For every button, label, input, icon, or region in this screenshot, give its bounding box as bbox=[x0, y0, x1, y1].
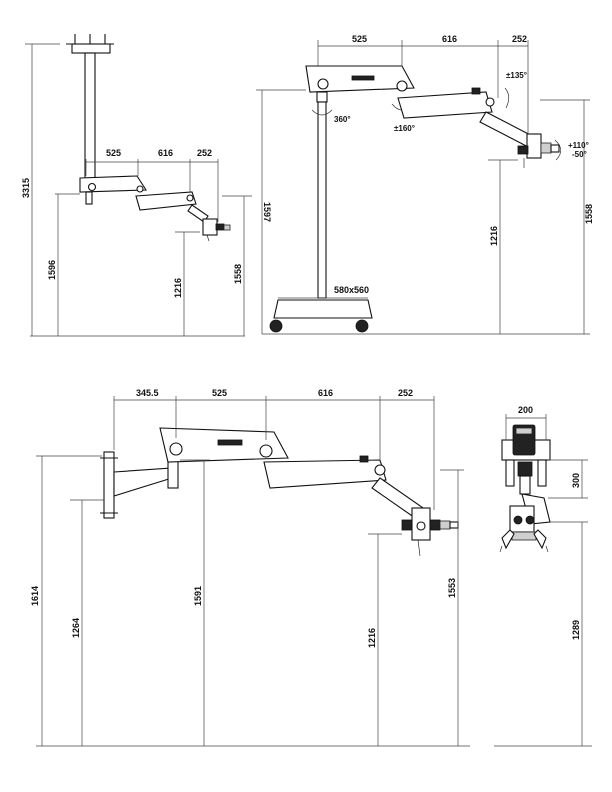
floor-stand-view: 525 616 252 ±135° 360° ±160° +110° -50° … bbox=[256, 34, 594, 335]
floor-rotation-360: 360° bbox=[334, 115, 351, 124]
ceiling-arm-body bbox=[79, 175, 147, 193]
floor-base bbox=[273, 299, 373, 319]
floor-tilt-down: -50° bbox=[572, 150, 587, 159]
ceiling-total-height: 3315 bbox=[21, 178, 31, 198]
floor-arm-length-1: 525 bbox=[352, 34, 367, 44]
wall-arm-length-3: 616 bbox=[318, 388, 333, 398]
floor-arm-length-3: 252 bbox=[512, 34, 527, 44]
ceiling-optics-height: 1216 bbox=[173, 278, 183, 298]
floor-column-height: 1597 bbox=[262, 202, 272, 222]
floor-rotation-160: ±160° bbox=[394, 124, 415, 133]
floor-base-size: 580x560 bbox=[334, 285, 369, 295]
front-view-width: 200 bbox=[518, 405, 533, 415]
ceiling-arm-length-1: 525 bbox=[106, 148, 121, 158]
front-view: 200 300 1289 bbox=[494, 405, 592, 747]
floor-column bbox=[317, 101, 327, 299]
ceiling-mount-view: 3315 1596 1216 1558 525 616 252 bbox=[21, 34, 252, 337]
wall-arm-length-4: 252 bbox=[398, 388, 413, 398]
floor-arm-length-2: 616 bbox=[442, 34, 457, 44]
ceiling-arm-end-height: 1558 bbox=[233, 264, 243, 284]
front-view-optics-height: 1289 bbox=[571, 620, 581, 640]
ceiling-arm-top-height: 1596 bbox=[47, 260, 57, 280]
ceiling-arm-length-3: 252 bbox=[197, 148, 212, 158]
ceiling-column bbox=[84, 52, 96, 179]
wall-arm-length-2: 525 bbox=[212, 388, 227, 398]
ceiling-arm-length-2: 616 bbox=[158, 148, 173, 158]
wall-bracket bbox=[113, 467, 173, 497]
wall-arm-end-height: 1553 bbox=[447, 578, 457, 598]
wall-arm-top-height: 1591 bbox=[193, 586, 203, 606]
floor-optics-height: 1216 bbox=[489, 226, 499, 246]
wall-mount-view: 345.5 525 616 252 1614 1264 1591 1216 15… bbox=[30, 388, 470, 747]
wall-bracket-height: 1614 bbox=[30, 586, 40, 606]
wall-arm-length-1: 345.5 bbox=[136, 388, 159, 398]
floor-rotation-135: ±135° bbox=[506, 71, 527, 80]
wall-optics-height: 1216 bbox=[367, 628, 377, 648]
floor-tilt-up: +110° bbox=[568, 141, 589, 150]
front-view-head-height: 300 bbox=[571, 473, 581, 488]
floor-arm-end-height: 1558 bbox=[584, 204, 594, 224]
wall-mount-height: 1264 bbox=[71, 618, 81, 638]
